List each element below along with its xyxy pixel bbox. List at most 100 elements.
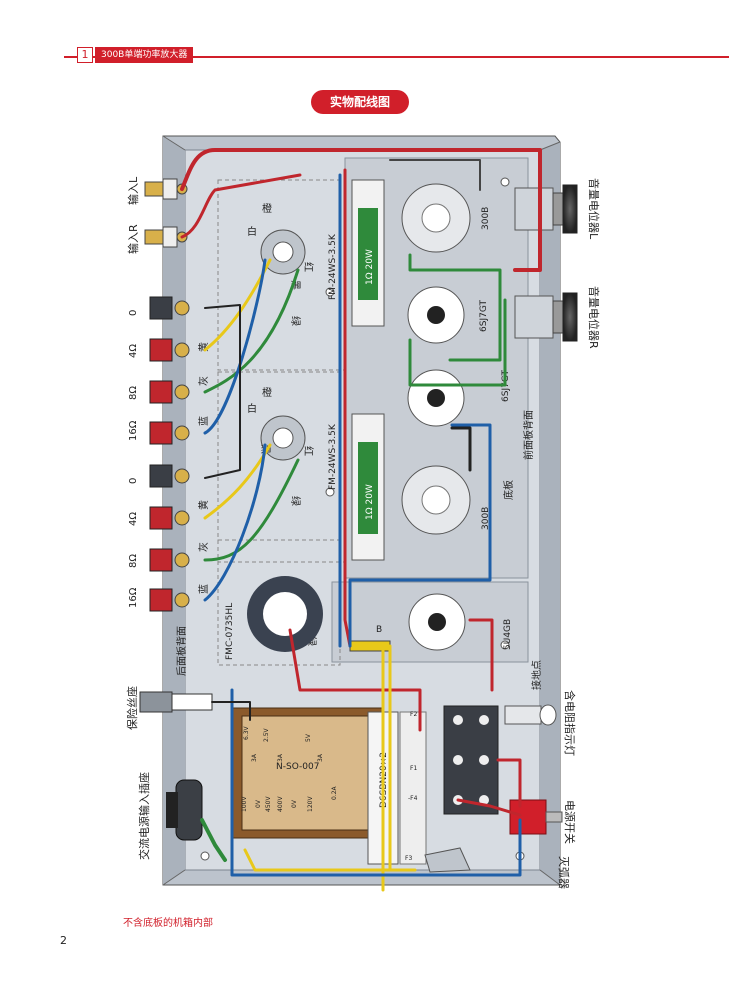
output-transformer-r — [260, 415, 306, 461]
xfmr-a1: 3A — [251, 753, 258, 762]
label-terminal: 8Ω — [128, 386, 139, 400]
label-resistor-r: 1Ω 20W — [365, 484, 375, 520]
xfmr-p4: 400V — [277, 796, 284, 812]
label-tube-300b-r: 300B — [481, 507, 491, 530]
terminal-strip — [443, 705, 499, 815]
wire-label-gray: 灰 — [197, 376, 210, 386]
label-resistor-l: 1Ω 20W — [365, 249, 375, 285]
fuse-holder — [139, 691, 213, 713]
speaker-terminal — [149, 506, 173, 530]
output-transformer-l — [260, 229, 306, 275]
wire-label-green: 绿 — [289, 316, 302, 326]
xfmr-p3: 450V — [265, 796, 272, 812]
choke — [247, 576, 323, 652]
wire-label-white: 白 — [247, 225, 257, 238]
label-f2: F2 — [410, 711, 417, 718]
wire-label-green-2: 绿 — [289, 496, 302, 506]
wire-label-black: 黑 — [289, 280, 301, 290]
tube-socket-300b-r — [401, 465, 471, 535]
wire-label-yellow: 黄 — [197, 342, 210, 352]
speaker-terminal — [149, 296, 173, 320]
speaker-terminal — [149, 421, 173, 445]
tube-socket-5u4gb — [408, 593, 466, 651]
speaker-terminal — [149, 588, 173, 612]
tube-socket-6sj7-l — [407, 286, 465, 344]
spark-killer — [424, 847, 471, 873]
xfmr-v4: 0.2A — [331, 785, 338, 800]
speaker-terminal — [149, 380, 173, 404]
label-input-l: 输入L — [126, 176, 140, 205]
label-power-switch: 电源开关 — [563, 800, 577, 844]
tube-socket-300b-l — [401, 183, 471, 253]
label-power-transformer: N-SO-007 — [276, 762, 319, 772]
volume-pot-r — [514, 292, 578, 342]
label-tube-5u4gb: 5U4GB — [503, 619, 513, 650]
xfmr-p5: 0V — [291, 799, 298, 808]
label-chassis-board: 底板 — [502, 480, 515, 500]
ac-inlet — [166, 779, 203, 841]
label-front-panel-back: 前面板背面 — [522, 410, 535, 460]
terminal-nut — [174, 510, 190, 526]
xfmr-p2: 0V — [255, 799, 262, 808]
terminal-nut — [174, 592, 190, 608]
label-out-xfmr-l: FM-24WS-3.5K — [328, 233, 338, 300]
label-terminal: 0 — [128, 478, 139, 484]
header-rule — [64, 56, 729, 58]
chapter-number: 1 — [77, 47, 93, 63]
xfmr-a3: 3A — [317, 753, 324, 762]
wire-label-blue-2: 蓝 — [198, 584, 210, 594]
rectifier-board — [367, 711, 427, 865]
label-ac-minus: -F4 — [408, 795, 418, 802]
xfmr-p1: 100V — [241, 796, 248, 812]
xfmr-v2: 2.5V — [263, 727, 270, 742]
label-neon-lamp: 含电阻指示灯 — [563, 690, 577, 756]
terminal-nut — [174, 300, 190, 316]
neon-lamp — [504, 704, 557, 726]
terminal-nut — [174, 425, 190, 441]
speaker-terminal — [149, 338, 173, 362]
wiring — [180, 148, 542, 892]
label-input-r: 输入R — [126, 224, 140, 254]
terminal-nut — [174, 468, 190, 484]
label-rear-panel-back: 后面板背面 — [175, 626, 188, 676]
cathode-resistor-l — [351, 179, 385, 327]
wire-label-white-2: 白 — [247, 402, 257, 415]
label-terminal: 16Ω — [128, 420, 139, 441]
volume-pot-l — [514, 184, 578, 234]
label-f1: F1 — [410, 765, 417, 772]
label-volume-l: 音量电位器L — [587, 178, 601, 240]
label-out-xfmr-r: FM-24WS-3.5K — [328, 423, 338, 490]
label-f3: F3 — [405, 855, 412, 862]
label-terminal: 4Ω — [128, 512, 139, 526]
chapter-title: 300B单端功率放大器 — [95, 47, 194, 63]
wire-label-gray-2: 灰 — [197, 542, 210, 552]
label-ac-inlet: 交流电源输入插座 — [137, 772, 151, 860]
wire-label-yellow-2: 黄 — [197, 500, 210, 510]
wire-label-red-2: 红 — [302, 446, 315, 456]
label-choke: FMC-0735HL — [225, 603, 235, 660]
speaker-terminal — [149, 464, 173, 488]
wire-label-orange: 橙 — [262, 202, 272, 215]
wire-label-red: 红 — [302, 262, 315, 272]
label-fuse: 保险丝座 — [125, 686, 139, 730]
label-terminal: 8Ω — [128, 554, 139, 568]
label-tube-300b-l: 300B — [481, 207, 491, 230]
label-terminal: 0 — [128, 310, 139, 316]
terminal-nut — [174, 552, 190, 568]
label-tube-6sj7-l: 6SJ7GT — [479, 300, 489, 332]
cathode-resistor-r — [351, 413, 385, 561]
xfmr-a2: 3A — [277, 753, 284, 762]
label-terminal: 4Ω — [128, 344, 139, 358]
power-switch — [509, 799, 563, 835]
xfmr-v1: 6.3V — [243, 725, 250, 740]
page-header: 1 300B单端功率放大器 — [0, 44, 729, 66]
label-ground-point: 接地点 — [530, 660, 543, 690]
figure-title: 实物配线图 — [311, 90, 409, 114]
page-number: 2 — [60, 934, 67, 947]
xfmr-p6: 120V — [307, 796, 314, 812]
wire-label-blue: 蓝 — [198, 416, 210, 426]
tube-socket-6sj7-r — [407, 369, 465, 427]
label-volume-r: 音量电位器R — [587, 286, 601, 349]
xfmr-v3: 5V — [305, 733, 312, 742]
